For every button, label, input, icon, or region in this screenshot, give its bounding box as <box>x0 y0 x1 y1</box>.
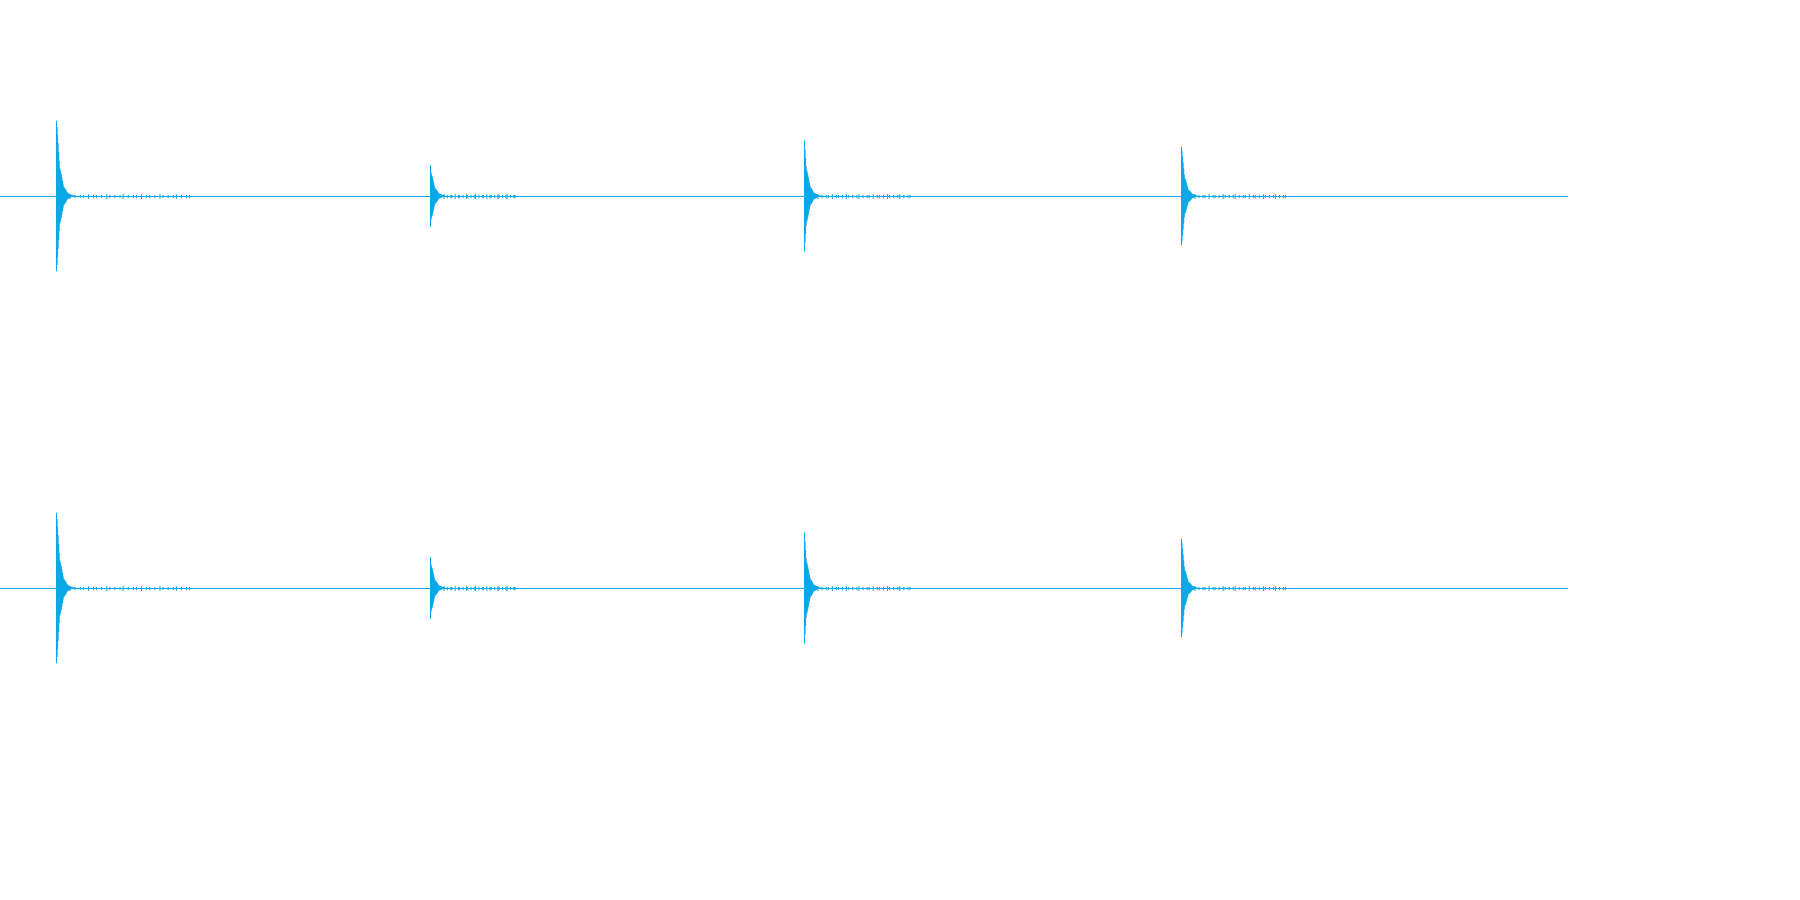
waveform-transient <box>804 532 911 644</box>
waveform-transient <box>430 165 516 227</box>
transient-spike <box>1181 146 1286 246</box>
audio-waveform-display[interactable] <box>0 0 1568 784</box>
waveform-transient <box>56 120 191 272</box>
transient-spike <box>804 532 911 644</box>
waveform-transient <box>1181 146 1286 246</box>
waveform-transient <box>1181 538 1286 638</box>
waveform-canvas[interactable] <box>0 0 1568 784</box>
transient-spike <box>430 557 516 619</box>
transient-spike <box>56 512 191 664</box>
waveform-transient <box>56 512 191 664</box>
waveform-channel-2[interactable] <box>0 512 1568 664</box>
waveform-transient <box>430 557 516 619</box>
transient-spike <box>430 165 516 227</box>
waveform-transient <box>804 140 911 252</box>
transient-spike <box>1181 538 1286 638</box>
transient-spike <box>804 140 911 252</box>
waveform-channel-1[interactable] <box>0 120 1568 272</box>
transient-spike <box>56 120 191 272</box>
